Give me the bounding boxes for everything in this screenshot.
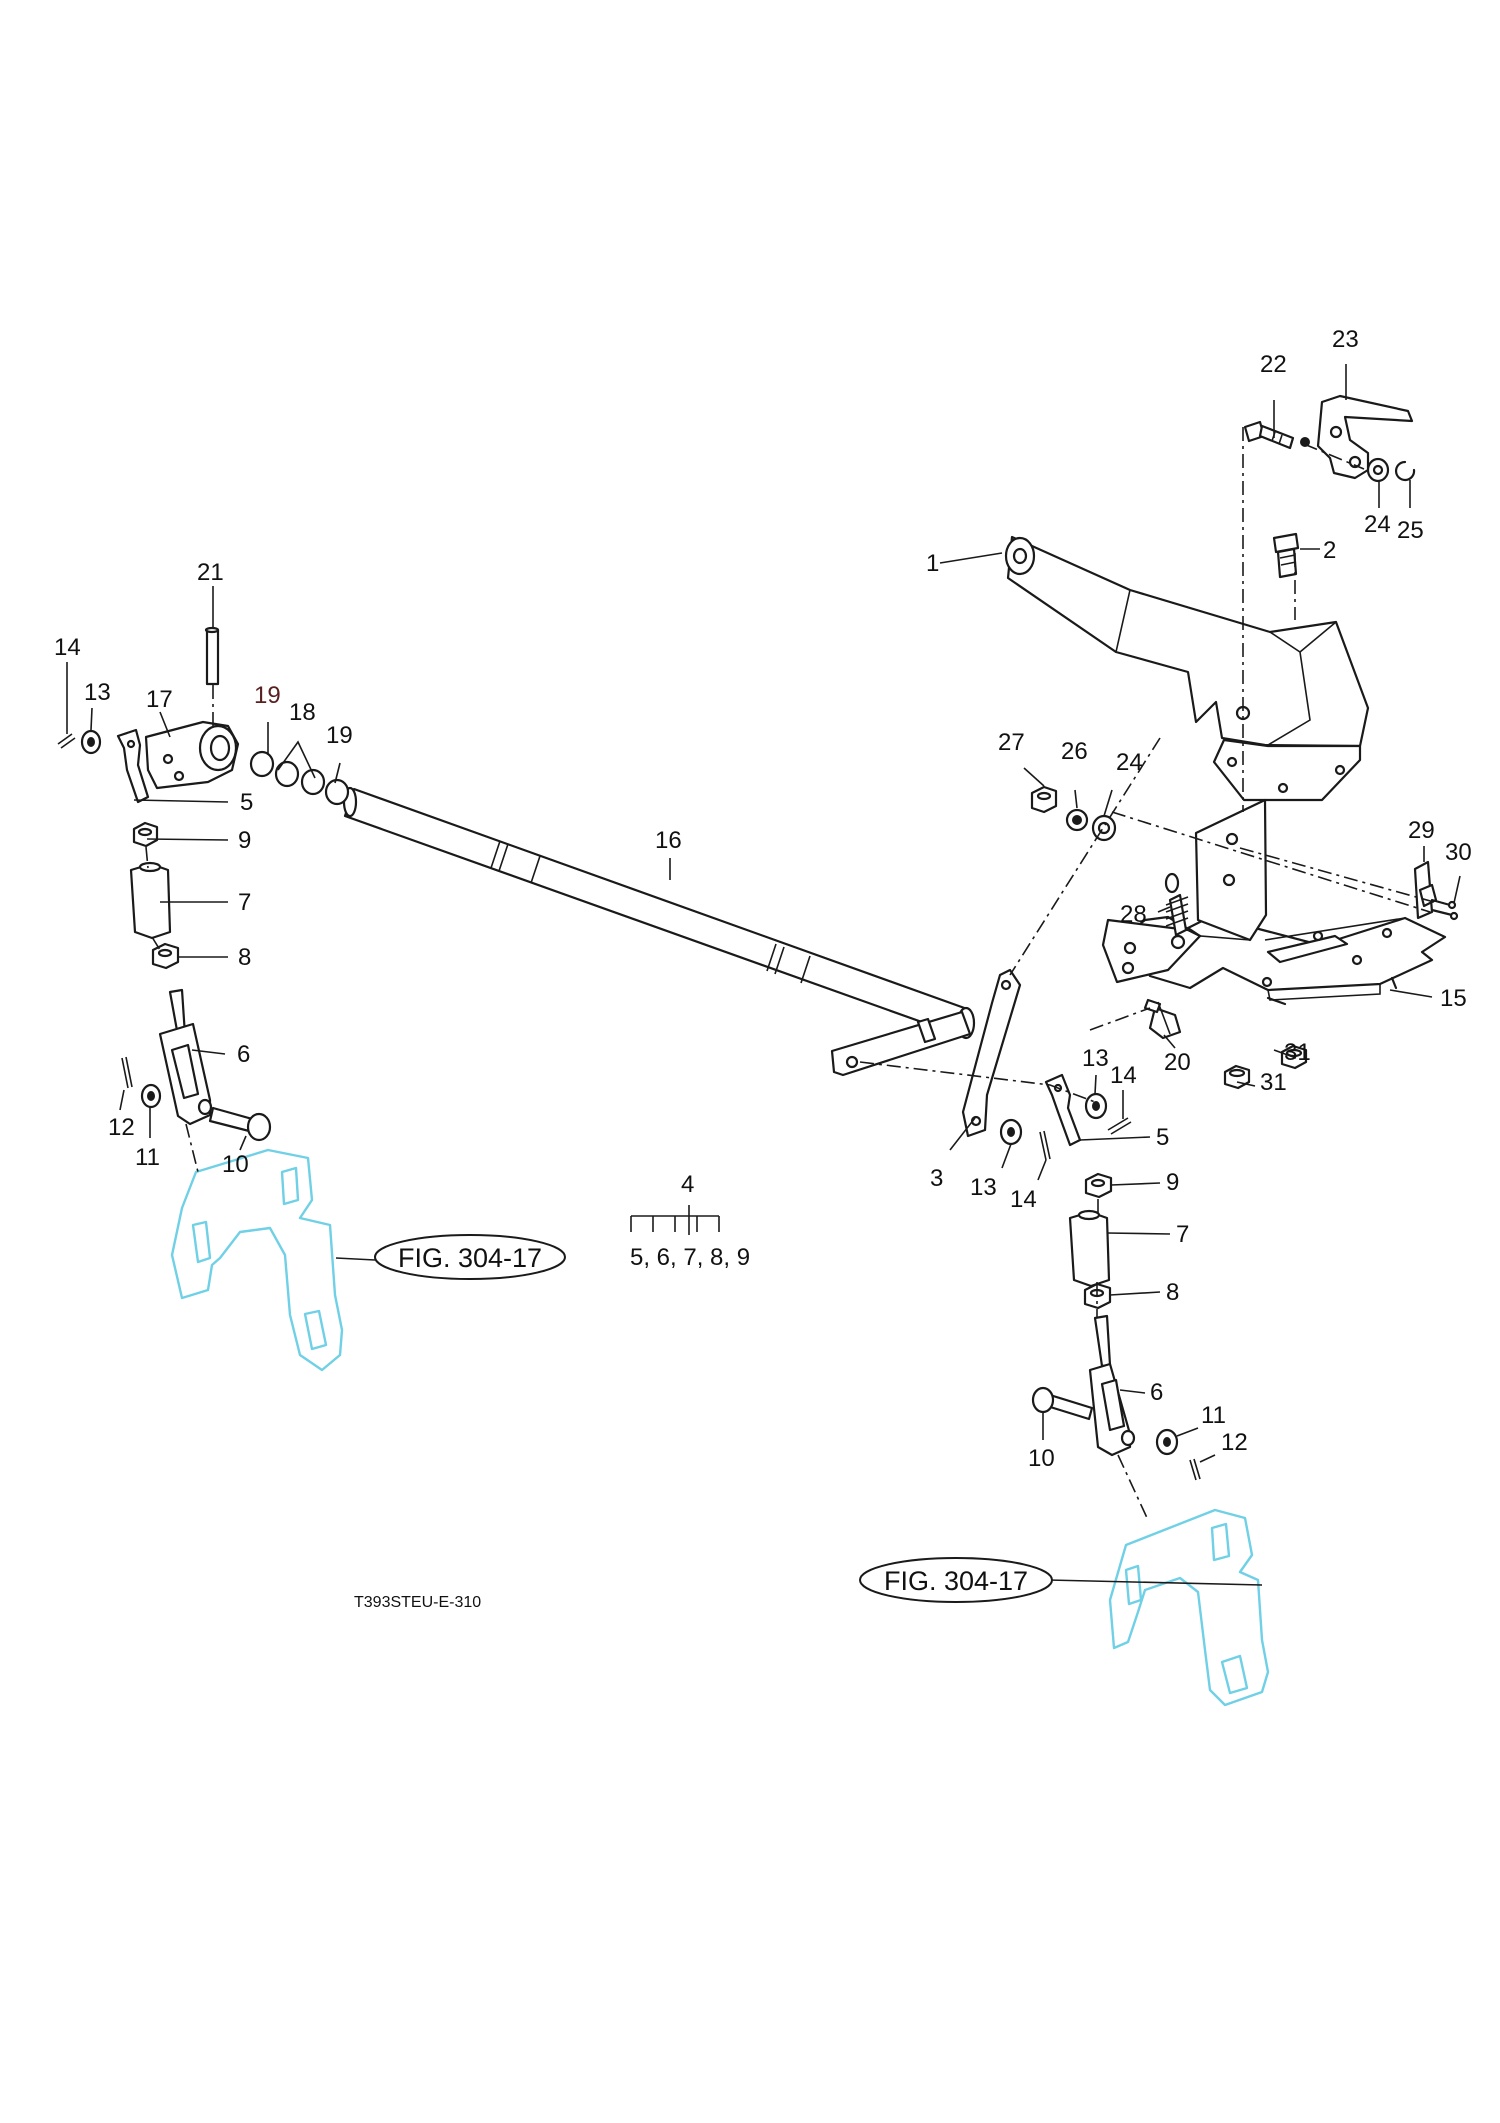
left-nut-9 (132, 821, 159, 848)
lever-bracket (1101, 798, 1447, 1006)
parking-lever (1004, 535, 1370, 802)
callout-13-right: 13 (1082, 1045, 1109, 1072)
callout-27: 27 (998, 729, 1025, 756)
callout-6-right: 6 (1150, 1379, 1163, 1406)
e-clip-25 (1394, 460, 1416, 482)
callout-4: 4 (681, 1171, 694, 1198)
right-washer-11 (1155, 1428, 1179, 1456)
callout-31-right: 31 (1284, 1039, 1311, 1066)
callout-19-left: 19 (254, 682, 281, 709)
left-arm-17 (144, 720, 240, 790)
callout-22: 22 (1260, 351, 1287, 378)
callout-11-left: 11 (135, 1144, 160, 1171)
right-washer-13 (999, 1118, 1023, 1146)
left-nut-8 (151, 942, 180, 970)
left-pin-21 (204, 626, 220, 686)
callout-31-left: 31 (1260, 1069, 1287, 1096)
right-cotter-pin-14 (1039, 1130, 1051, 1161)
nut-31-b (1280, 1044, 1308, 1070)
left-clevis-5 (116, 728, 150, 804)
callout-13-left: 13 (84, 679, 111, 706)
callout-11-right: 11 (1201, 1402, 1226, 1429)
callout-30: 30 (1445, 839, 1472, 866)
callout-13-mid: 13 (970, 1174, 997, 1201)
callout-16: 16 (655, 827, 682, 854)
callout-14-right: 14 (1110, 1062, 1137, 1089)
callout-25: 25 (1397, 517, 1424, 544)
callout-5-left: 5 (240, 789, 253, 816)
leader-lines (66, 364, 1461, 1586)
callout-5-right: 5 (1156, 1124, 1169, 1151)
right-cotter-pin-12 (1189, 1458, 1201, 1481)
left-snap-rings (249, 750, 350, 806)
callout-24-lower: 24 (1116, 749, 1143, 776)
callout-28: 28 (1120, 901, 1147, 928)
callout-7-right: 7 (1176, 1221, 1189, 1248)
bolt-2 (1272, 532, 1300, 579)
callout-10-right: 10 (1028, 1445, 1055, 1472)
nut-31-a (1223, 1064, 1251, 1090)
callout-14-left: 14 (54, 634, 81, 661)
cross-shaft (342, 786, 976, 1040)
left-cotter-pin-14 (57, 733, 76, 749)
callout-7-left: 7 (238, 889, 251, 916)
fig-reference-left[interactable]: FIG. 304-17 (374, 1234, 566, 1280)
left-pin-10 (208, 1106, 272, 1142)
bolt-20 (1143, 998, 1182, 1040)
right-reference-plate (1108, 1508, 1270, 1707)
centerlines (145, 427, 1435, 1521)
callout-14-mid: 14 (1010, 1186, 1037, 1213)
washer-24-upper (1366, 457, 1390, 483)
callout-1: 1 (926, 550, 939, 577)
left-washer-13 (80, 729, 102, 755)
svg-text:FIG. 304-17: FIG. 304-17 (884, 1566, 1028, 1596)
right-cotter-pin-14-b (1107, 1117, 1132, 1135)
callout-23: 23 (1332, 326, 1359, 353)
callout-15: 15 (1440, 985, 1467, 1012)
callout-12-left: 12 (108, 1114, 135, 1141)
callout-6-left: 6 (237, 1041, 250, 1068)
left-yoke-6 (158, 988, 213, 1126)
nut-27 (1030, 785, 1058, 814)
callout-8-left: 8 (238, 944, 251, 971)
svg-text:FIG. 304-17: FIG. 304-17 (398, 1243, 542, 1273)
fig-reference-right[interactable]: FIG. 304-17 (859, 1557, 1053, 1603)
callout-26: 26 (1061, 738, 1088, 765)
callout-4-children: 5, 6, 7, 8, 9 (630, 1244, 750, 1271)
callout-18: 18 (289, 699, 316, 726)
right-yoke-6 (1088, 1314, 1136, 1457)
tension-spring (1164, 872, 1189, 950)
pin-22 (1243, 420, 1310, 450)
callout-10-left: 10 (222, 1151, 249, 1178)
washer-24-lower (1091, 814, 1117, 842)
right-turnbuckle-7 (1068, 1209, 1111, 1288)
callout-20: 20 (1164, 1049, 1191, 1076)
right-washer-13-b (1084, 1092, 1108, 1120)
left-turnbuckle-7 (129, 861, 172, 940)
callout-3: 3 (930, 1165, 943, 1192)
callout-12-right: 12 (1221, 1429, 1248, 1456)
callout-8-right: 8 (1166, 1279, 1179, 1306)
washer-26 (1065, 808, 1089, 832)
callout-9-left: 9 (238, 827, 251, 854)
lock-plate-23 (1316, 394, 1414, 480)
callout-29: 29 (1408, 817, 1435, 844)
drawing-code: T393STEU-E-310 (354, 1594, 481, 1611)
switch-assembly (1413, 860, 1459, 921)
right-pin-10 (1031, 1386, 1094, 1421)
callout-17: 17 (146, 686, 173, 713)
left-washer-11 (140, 1083, 162, 1109)
callout-labels: 1 2 3 4 5, 6, 7, 8, 9 5 5 6 6 7 7 8 8 9 … (54, 326, 1472, 1472)
left-cotter-pin-12 (121, 1056, 133, 1089)
right-link-3 (961, 968, 1022, 1138)
callout-19-right: 19 (326, 722, 353, 749)
callout-21: 21 (197, 559, 224, 586)
callout-9-right: 9 (1166, 1169, 1179, 1196)
left-reference-plate (170, 1148, 344, 1372)
callout-2: 2 (1323, 537, 1336, 564)
shaft-arm (830, 1010, 972, 1077)
right-nut-9 (1084, 1172, 1113, 1199)
callout-24-upper: 24 (1364, 511, 1391, 538)
